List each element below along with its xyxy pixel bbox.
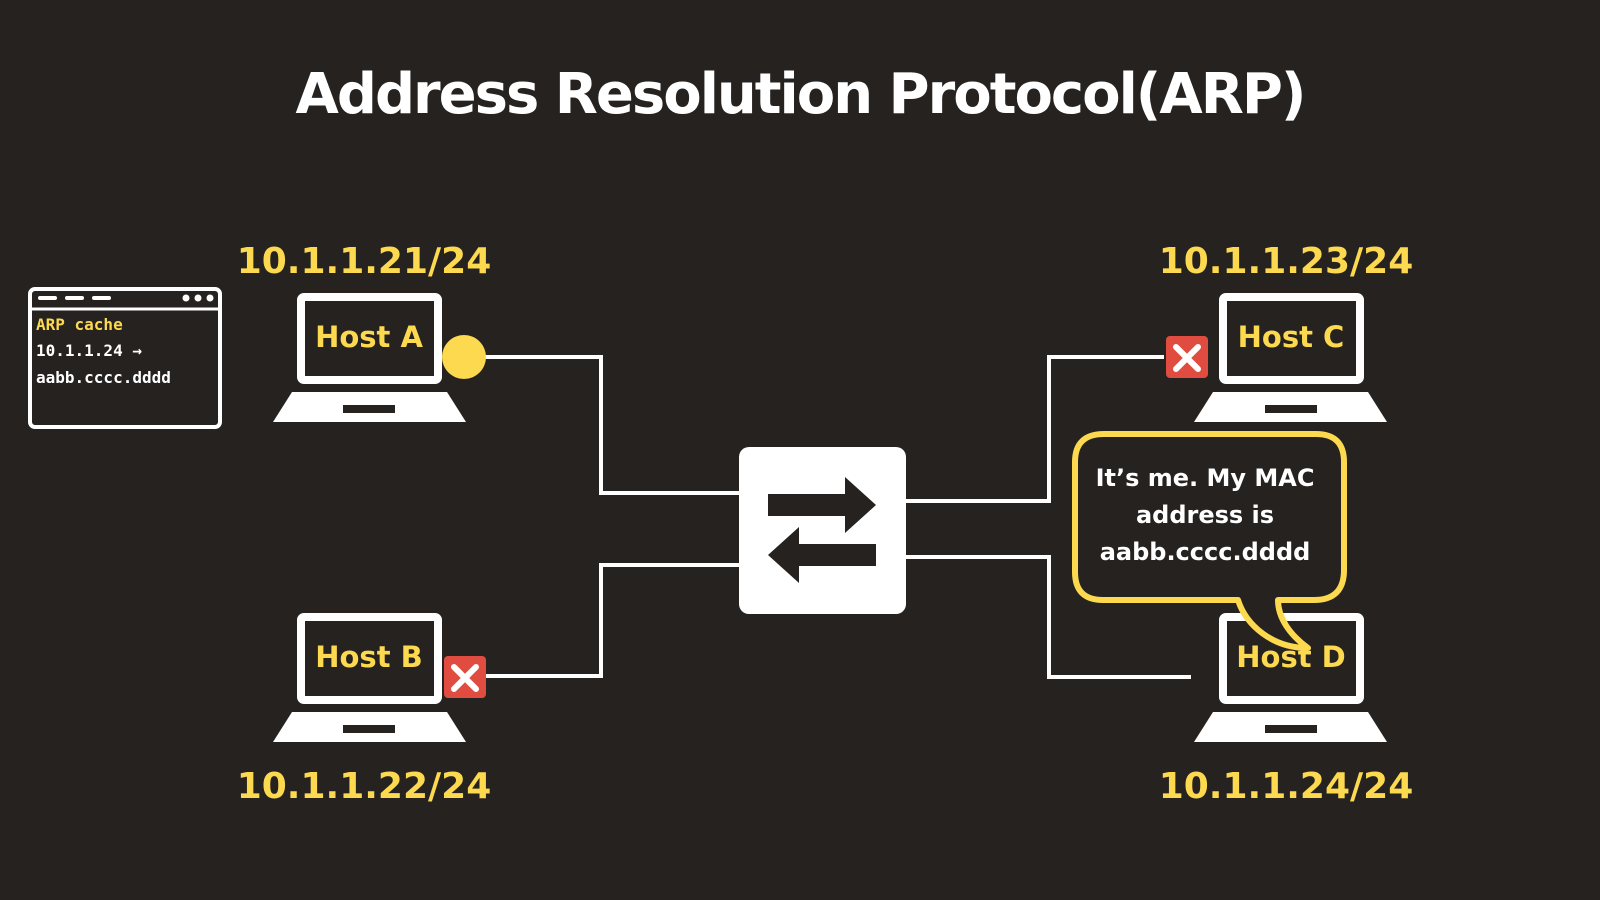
network-links [476, 355, 1191, 679]
host-b-ip: 10.1.1.22/24 [236, 766, 492, 807]
laptop-icon-host-c [1194, 293, 1387, 422]
network-switch [739, 447, 906, 614]
laptop-icon-host-b [273, 613, 466, 742]
arp-cache-entry-ip: 10.1.1.24 → [36, 341, 142, 360]
link-host-a [476, 355, 739, 495]
laptop-icon-host-d [1194, 613, 1387, 742]
host-a-label: Host A [315, 320, 423, 354]
speech-bubble [1072, 431, 1347, 651]
reject-icon-host-c [1166, 336, 1208, 378]
host-d-ip: 10.1.1.24/24 [1158, 766, 1414, 807]
arp-cache-heading: ARP cache [36, 315, 123, 334]
speech-bubble-text: It’s me. My MAC address is aabb.cccc.ddd… [1095, 464, 1315, 566]
laptop-icon-host-a [273, 293, 466, 422]
host-d-label: Host D [1236, 640, 1346, 674]
link-host-d [906, 555, 1191, 679]
arp-cache-entry-mac: aabb.cccc.dddd [36, 368, 171, 387]
link-host-c [906, 355, 1164, 503]
link-host-b [486, 563, 739, 678]
sender-indicator-icon [442, 335, 486, 379]
host-c-ip: 10.1.1.23/24 [1158, 241, 1414, 282]
window-controls-icon [182, 294, 214, 302]
arp-cache-window [28, 287, 222, 429]
switch-arrows-icon [768, 477, 876, 583]
page-title: Address Resolution Protocol(ARP) [295, 62, 1307, 127]
host-c-label: Host C [1237, 320, 1345, 354]
host-a-ip: 10.1.1.21/24 [236, 241, 492, 282]
host-b-label: Host B [315, 640, 423, 674]
reject-icon-host-b [444, 656, 486, 698]
